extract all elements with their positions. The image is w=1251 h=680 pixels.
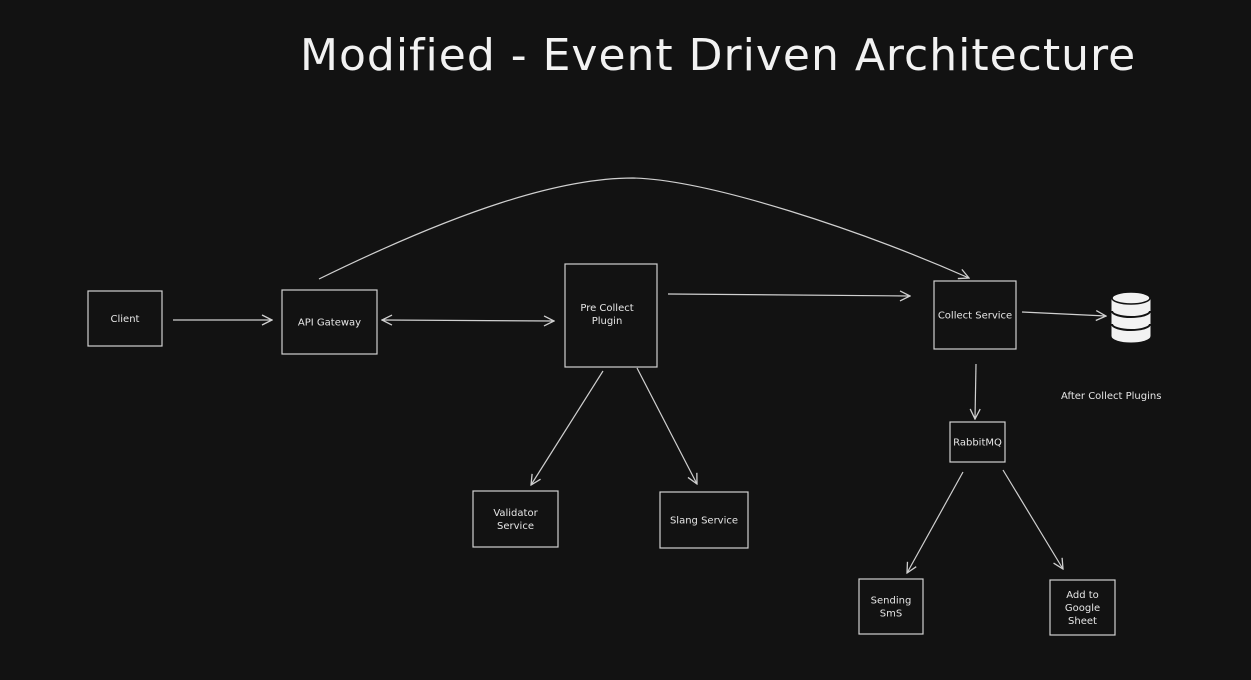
database-icon (1111, 291, 1151, 343)
edge-collect-service-to-rabbitmq (975, 363, 976, 419)
edge-api-gateway-to-collect-service-curve (318, 177, 969, 280)
edge-collect-service-to-database (1021, 312, 1106, 316)
edges (173, 177, 1106, 573)
diagram-title: Modified - Event Driven Architecture (300, 30, 1137, 81)
node-label-slang-service: Slang Service (670, 516, 738, 527)
node-label-rabbitmq: RabbitMQ (953, 438, 1002, 449)
node-collect-service[interactable]: Collect Service (933, 280, 1017, 350)
edge-rabbitmq-to-sending-sms (907, 471, 964, 573)
node-label-api-gateway: API Gateway (298, 318, 361, 329)
edge-pre-collect-plugin-to-collect-service (667, 294, 910, 296)
node-slang-service[interactable]: Slang Service (659, 491, 749, 549)
node-label-collect-service: Collect Service (938, 311, 1012, 322)
after-collect-plugins-label: After Collect Plugins (1061, 391, 1161, 402)
edge-pre-collect-plugin-to-validator-service (531, 370, 604, 485)
edge-pre-collect-plugin-to-slang-service (636, 367, 697, 484)
node-label-client: Client (111, 314, 140, 325)
node-api-gateway[interactable]: API Gateway (281, 289, 378, 355)
node-client[interactable]: Client (87, 290, 163, 347)
node-rabbitmq[interactable]: RabbitMQ (949, 421, 1006, 463)
edge-rabbitmq-to-add-to-google-sheet (1002, 469, 1063, 569)
edge-api-gateway-to-pre-collect-plugin (382, 320, 554, 321)
